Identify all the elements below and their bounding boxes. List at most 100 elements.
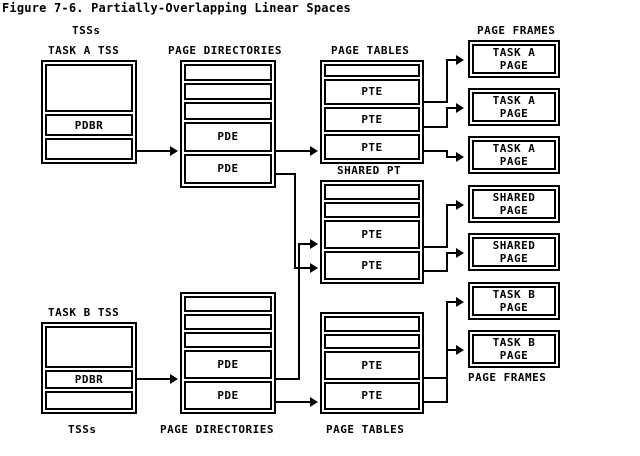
task-b-tss-box: PDBR (41, 322, 137, 414)
page-directory-a-box: PDE PDE (180, 60, 276, 188)
arrowhead-pdbr-b (170, 374, 178, 384)
page-frame-inner: SHARED PAGE (472, 237, 556, 267)
connector-pdbr-b-to-pd (137, 378, 172, 380)
tss-cell[interactable] (45, 326, 133, 368)
connector-spte2-v (446, 252, 448, 272)
connector-pde-a2-h2 (294, 267, 312, 269)
page-frame[interactable]: TASK A PAGE (468, 88, 560, 126)
connector-pde-a2-v (294, 173, 296, 269)
label-page-frames-bottom: PAGE FRAMES (468, 371, 547, 384)
tss-cell[interactable] (45, 390, 133, 410)
connector-ptb1-h2 (446, 301, 460, 303)
pde-cell[interactable] (184, 332, 272, 348)
label-page-directories-bottom: PAGE DIRECTORIES (160, 423, 274, 436)
connector-pte-a1-h2 (446, 59, 460, 61)
page-frame[interactable]: TASK A PAGE (468, 136, 560, 174)
label-tss-top: TSSs (72, 24, 101, 37)
pde-cell-entry[interactable]: PDE (184, 121, 272, 152)
label-shared-pt: SHARED PT (337, 164, 402, 177)
page-frame-inner: TASK B PAGE (472, 286, 556, 316)
page-frame-inner: TASK B PAGE (472, 334, 556, 364)
connector-pte-a2-h2 (446, 107, 460, 109)
connector-pte-a3-v (446, 150, 448, 158)
arrowhead-pde-b2 (310, 397, 318, 407)
tss-cell-pdbr[interactable]: PDBR (45, 114, 133, 137)
label-page-directories-top: PAGE DIRECTORIES (168, 44, 282, 57)
figure-title: Figure 7-6. Partially-Overlapping Linear… (2, 1, 351, 15)
pte-cell[interactable] (324, 202, 420, 218)
connector-ptb1-h1 (424, 377, 448, 379)
page-frame-inner: SHARED PAGE (472, 189, 556, 219)
pte-cell[interactable] (324, 333, 420, 349)
connector-ptb2-v (446, 349, 448, 403)
connector-pde-b1-v (298, 243, 300, 380)
page-frame-line2: PAGE (499, 155, 529, 168)
page-frame[interactable]: SHARED PAGE (468, 185, 560, 223)
page-table-a-box: PTE PTE PTE (320, 60, 424, 164)
label-tss-bottom: TSSs (68, 423, 97, 436)
connector-ptb1-v (446, 301, 448, 379)
pte-cell-entry[interactable]: PTE (324, 134, 420, 160)
connector-pte-a2-v (446, 107, 448, 128)
connector-spte1-h1 (424, 246, 448, 248)
arrowhead-pde-a1 (310, 146, 318, 156)
connector-pte-a3-h2 (446, 156, 460, 158)
page-table-b-box: PTE PTE (320, 312, 424, 414)
pde-cell[interactable] (184, 64, 272, 82)
pte-cell-entry[interactable]: PTE (324, 381, 420, 410)
connector-pde-a2-h1 (276, 173, 296, 175)
label-page-tables-bottom: PAGE TABLES (326, 423, 405, 436)
pde-cell-entry[interactable]: PDE (184, 350, 272, 379)
connector-ptb2-h2 (446, 349, 460, 351)
arrowhead-spte2 (456, 248, 464, 258)
page-frame-line1: TASK A (492, 46, 536, 59)
pte-cell-entry[interactable]: PTE (324, 78, 420, 105)
page-frame-line1: SHARED (492, 191, 536, 204)
connector-pde-b2-to-pt (276, 401, 312, 403)
label-task-b-tss: TASK B TSS (48, 306, 120, 319)
connector-pdbr-a-to-pd (137, 150, 172, 152)
tss-cell[interactable] (45, 138, 133, 160)
pde-cell[interactable] (184, 83, 272, 101)
arrowhead-ptb1 (456, 297, 464, 307)
page-frame[interactable]: TASK A PAGE (468, 40, 560, 78)
pde-cell[interactable] (184, 314, 272, 330)
pte-cell[interactable] (324, 184, 420, 200)
pte-cell-entry[interactable]: PTE (324, 251, 420, 280)
page-frame-line1: SHARED (492, 239, 536, 252)
tss-cell[interactable] (45, 64, 133, 113)
pde-cell-entry[interactable]: PDE (184, 381, 272, 410)
page-frame-line2: PAGE (499, 59, 529, 72)
arrowhead-pde-b1 (310, 239, 318, 249)
pde-cell-entry[interactable]: PDE (184, 153, 272, 185)
pte-cell-entry[interactable]: PTE (324, 106, 420, 133)
page-frame-inner: TASK A PAGE (472, 140, 556, 170)
page-frame-inner: TASK A PAGE (472, 44, 556, 74)
page-frame-line2: PAGE (499, 204, 529, 217)
arrowhead-pte-a2 (456, 103, 464, 113)
connector-pde-b1-h1 (276, 378, 300, 380)
pde-cell[interactable] (184, 296, 272, 312)
page-frame-line2: PAGE (499, 349, 529, 362)
pde-cell[interactable] (184, 102, 272, 120)
arrowhead-pdbr-a (170, 146, 178, 156)
connector-pte-a1-v (446, 59, 448, 103)
page-frame[interactable]: TASK B PAGE (468, 330, 560, 368)
page-frame[interactable]: SHARED PAGE (468, 233, 560, 271)
page-frame[interactable]: TASK B PAGE (468, 282, 560, 320)
pte-cell-entry[interactable]: PTE (324, 351, 420, 380)
page-directory-b-box: PDE PDE (180, 292, 276, 414)
arrowhead-pte-a1 (456, 55, 464, 65)
tss-cell-pdbr[interactable]: PDBR (45, 369, 133, 389)
connector-pte-a2-h1 (424, 126, 448, 128)
pte-cell[interactable] (324, 64, 420, 77)
pte-cell[interactable] (324, 316, 420, 332)
page-frame-line1: TASK B (492, 288, 536, 301)
page-frame-line1: TASK B (492, 336, 536, 349)
arrowhead-spte1 (456, 200, 464, 210)
pte-cell-entry[interactable]: PTE (324, 220, 420, 249)
label-page-tables-top: PAGE TABLES (331, 44, 410, 57)
page-frame-line2: PAGE (499, 252, 529, 265)
connector-spte1-v (446, 204, 448, 248)
page-frame-line2: PAGE (499, 107, 529, 120)
